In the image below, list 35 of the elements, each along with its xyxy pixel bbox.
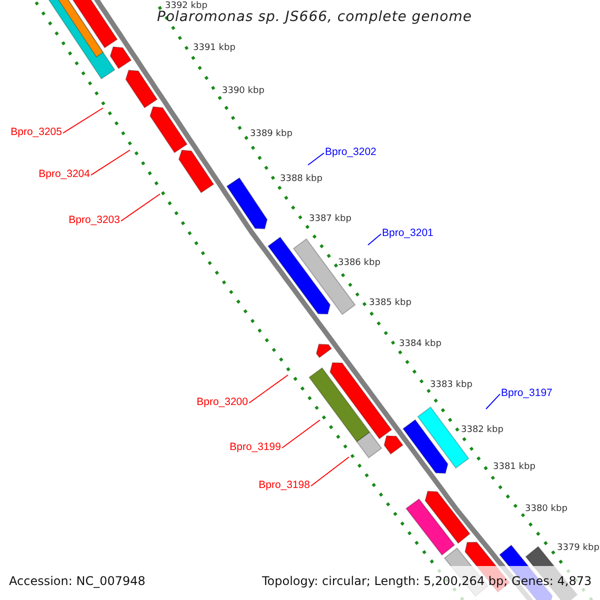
gene-label: Bpro_3198 [258, 479, 310, 492]
leader-line [62, 108, 104, 134]
gene-label: Bpro_3200 [196, 396, 248, 408]
scale-label: 3391 kbp [193, 43, 236, 54]
scale-label: 3392 kbp [165, 1, 208, 11]
leader-line [308, 152, 324, 166]
footer-text: Accession: NC_007948 [9, 575, 146, 589]
scale-label: 3390 kbp [222, 86, 264, 96]
scale-label: 3385 kbp [369, 298, 412, 308]
scale-label: 3384 kbp [399, 339, 442, 350]
leader-line [486, 394, 500, 410]
scale-label: 3389 kbp [250, 129, 292, 140]
gene-label: Bpro_3197 [501, 387, 552, 400]
scale-label: 3387 kbp [309, 214, 352, 224]
gene-label: Bpro_3202 [325, 146, 376, 158]
gene-label: Bpro_3201 [382, 227, 434, 240]
leader-line [282, 420, 320, 449]
footer-text: Topology: circular; Length: 5,200,264 bp; Genes: 4,873 [262, 575, 592, 589]
gene-label: Bpro_3203 [68, 214, 120, 226]
leader-line [248, 374, 288, 404]
gene-label: Bpro_3199 [230, 441, 281, 454]
title: Polaromonas sp. JS666, complete genome [157, 9, 472, 26]
gene-label: Bpro_3204 [38, 168, 90, 180]
scale-label: 3381 kbp [493, 462, 536, 472]
scale-label: 3379 kbp [557, 543, 600, 554]
scale-label: 3383 kbp [430, 380, 472, 390]
scale-label: 3388 kbp [280, 174, 322, 184]
leader-line [310, 456, 350, 487]
leader-line [90, 150, 130, 176]
gene-label: Bpro_3205 [10, 126, 62, 138]
scale-label: 3380 kbp [525, 504, 568, 514]
leader-line [120, 194, 160, 222]
scale-label: 3386 kbp [338, 258, 380, 268]
scale-label: 3382 kbp [461, 425, 504, 436]
leader-line [368, 234, 382, 246]
